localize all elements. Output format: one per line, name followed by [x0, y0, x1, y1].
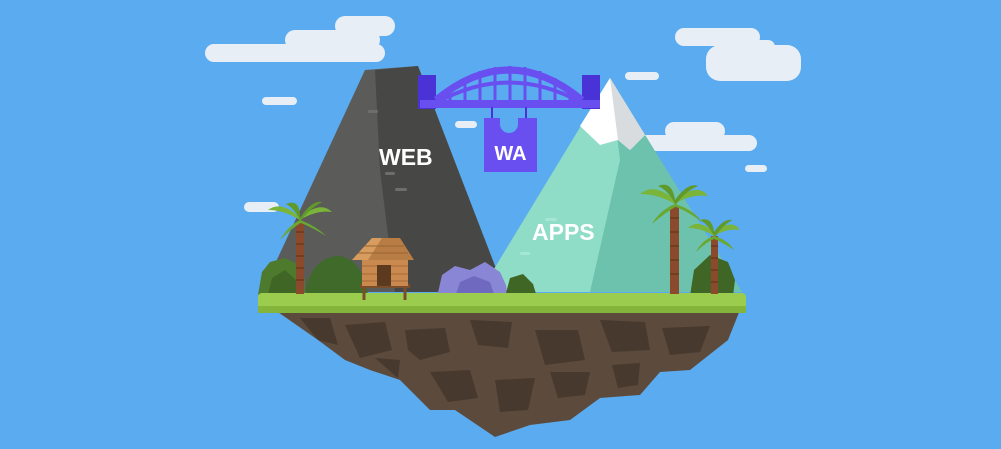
island-rock	[275, 310, 740, 437]
cloud-icon	[455, 121, 477, 128]
bush-icon	[305, 256, 368, 295]
cloud-icon	[205, 16, 395, 62]
apps-mountain	[480, 78, 742, 292]
cloud-icon	[625, 72, 659, 80]
wa-label: WA	[494, 143, 526, 165]
bridge-icon	[418, 66, 600, 120]
wa-sign: WA	[484, 118, 537, 172]
bush-icon	[505, 274, 537, 297]
cloud-icon	[244, 202, 279, 212]
cloud-icon	[745, 165, 767, 172]
cloud-icon	[637, 122, 757, 151]
cloud-icon	[675, 28, 801, 81]
bush-icon	[258, 258, 305, 295]
palm-tree-icon	[688, 219, 740, 294]
cloud-icon	[262, 97, 297, 105]
palm-tree-icon	[640, 184, 708, 294]
grass-platform	[258, 293, 746, 313]
web-label: WEB	[379, 144, 433, 170]
palm-tree-icon	[268, 201, 332, 294]
hut-icon	[352, 238, 414, 300]
web-mountain	[262, 66, 505, 292]
apps-label: APPS	[532, 219, 595, 245]
bush-icon	[437, 262, 508, 297]
